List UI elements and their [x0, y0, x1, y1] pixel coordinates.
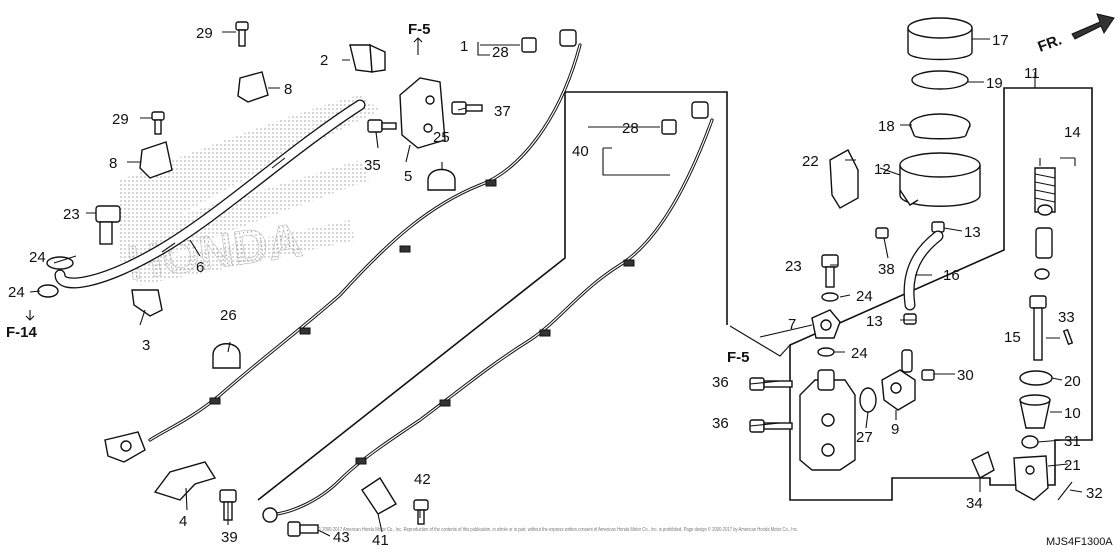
callout-23a: 23	[63, 206, 80, 223]
callout-10: 10	[1064, 405, 1081, 422]
callout-13b: 13	[866, 313, 883, 330]
leader-lines	[29, 31, 1083, 537]
cable-40	[263, 118, 714, 517]
cable-40-outline	[565, 91, 728, 325]
callout-29a: 29	[196, 25, 213, 42]
callout-25: 25	[433, 129, 450, 146]
callout-24c: 24	[856, 288, 873, 305]
callout-17: 17	[992, 32, 1009, 49]
callout-37: 37	[494, 103, 511, 120]
callout-41: 41	[372, 532, 389, 549]
callout-9: 9	[891, 421, 899, 438]
callout-8a: 8	[284, 81, 292, 98]
callout-12: 12	[874, 161, 891, 178]
frame-ref-f5-top-arrow	[413, 37, 423, 55]
cable-40-leftline	[257, 92, 566, 501]
front-arrow-label: FR.	[1036, 32, 1065, 56]
callout-15: 15	[1004, 329, 1021, 346]
callout-30: 30	[957, 367, 974, 384]
brake-hose	[54, 99, 366, 289]
callout-31: 31	[1064, 433, 1081, 450]
callout-2: 2	[320, 52, 328, 69]
callout-24d: 24	[851, 345, 868, 362]
callout-11: 11	[1024, 65, 1040, 82]
callout-24b: 24	[8, 284, 25, 301]
callout-3: 3	[142, 337, 150, 354]
diagram-part-code: MJS4F1300A	[1046, 536, 1113, 548]
frame-ref-f14-arrow	[25, 310, 35, 321]
callout-7: 7	[788, 316, 796, 333]
master-cylinder-outline	[789, 87, 1093, 501]
callout-35: 35	[364, 157, 381, 174]
callout-29b: 29	[112, 111, 129, 128]
callout-40: 40	[572, 143, 589, 160]
callout-numbers: 1 2 3 4 5 6 7 8 8 9 10 11 12 13 13 14 15…	[8, 25, 1103, 549]
callout-39: 39	[221, 529, 238, 546]
callout-34: 34	[966, 495, 983, 512]
callout-36a: 36	[712, 374, 729, 391]
callout-13a: 13	[964, 224, 981, 241]
callout-43: 43	[333, 529, 350, 546]
part-shapes	[37, 17, 1074, 537]
frame-ref-f5-top: F-5	[408, 21, 431, 38]
copyright-notice: © 2000-2017 American Honda Motor Co., In…	[318, 526, 798, 533]
callout-20: 20	[1064, 373, 1081, 390]
callout-38: 38	[878, 261, 895, 278]
frame-ref-f5-right: F-5	[727, 349, 750, 366]
callout-42: 42	[414, 471, 431, 488]
callout-19: 19	[986, 75, 1003, 92]
callout-22: 22	[802, 153, 819, 170]
front-arrow: FR.	[1036, 13, 1115, 56]
callout-6: 6	[196, 259, 204, 276]
callout-28b: 28	[622, 120, 639, 137]
frame-ref-f14: F-14	[6, 324, 38, 341]
callout-16: 16	[943, 267, 960, 284]
callout-28a: 28	[492, 44, 509, 61]
callout-21: 21	[1064, 457, 1081, 474]
callout-23b: 23	[785, 258, 802, 275]
callout-4: 4	[179, 513, 187, 530]
callout-32: 32	[1086, 485, 1103, 502]
callout-18: 18	[878, 118, 895, 135]
callout-33: 33	[1058, 309, 1075, 326]
callout-14: 14	[1064, 124, 1081, 141]
callout-1: 1	[460, 38, 468, 55]
callout-26: 26	[220, 307, 237, 324]
callout-24a: 24	[29, 249, 46, 266]
callout-5: 5	[404, 168, 412, 185]
callout-27: 27	[856, 429, 873, 446]
callout-8b: 8	[109, 155, 117, 172]
callout-36b: 36	[712, 415, 729, 432]
